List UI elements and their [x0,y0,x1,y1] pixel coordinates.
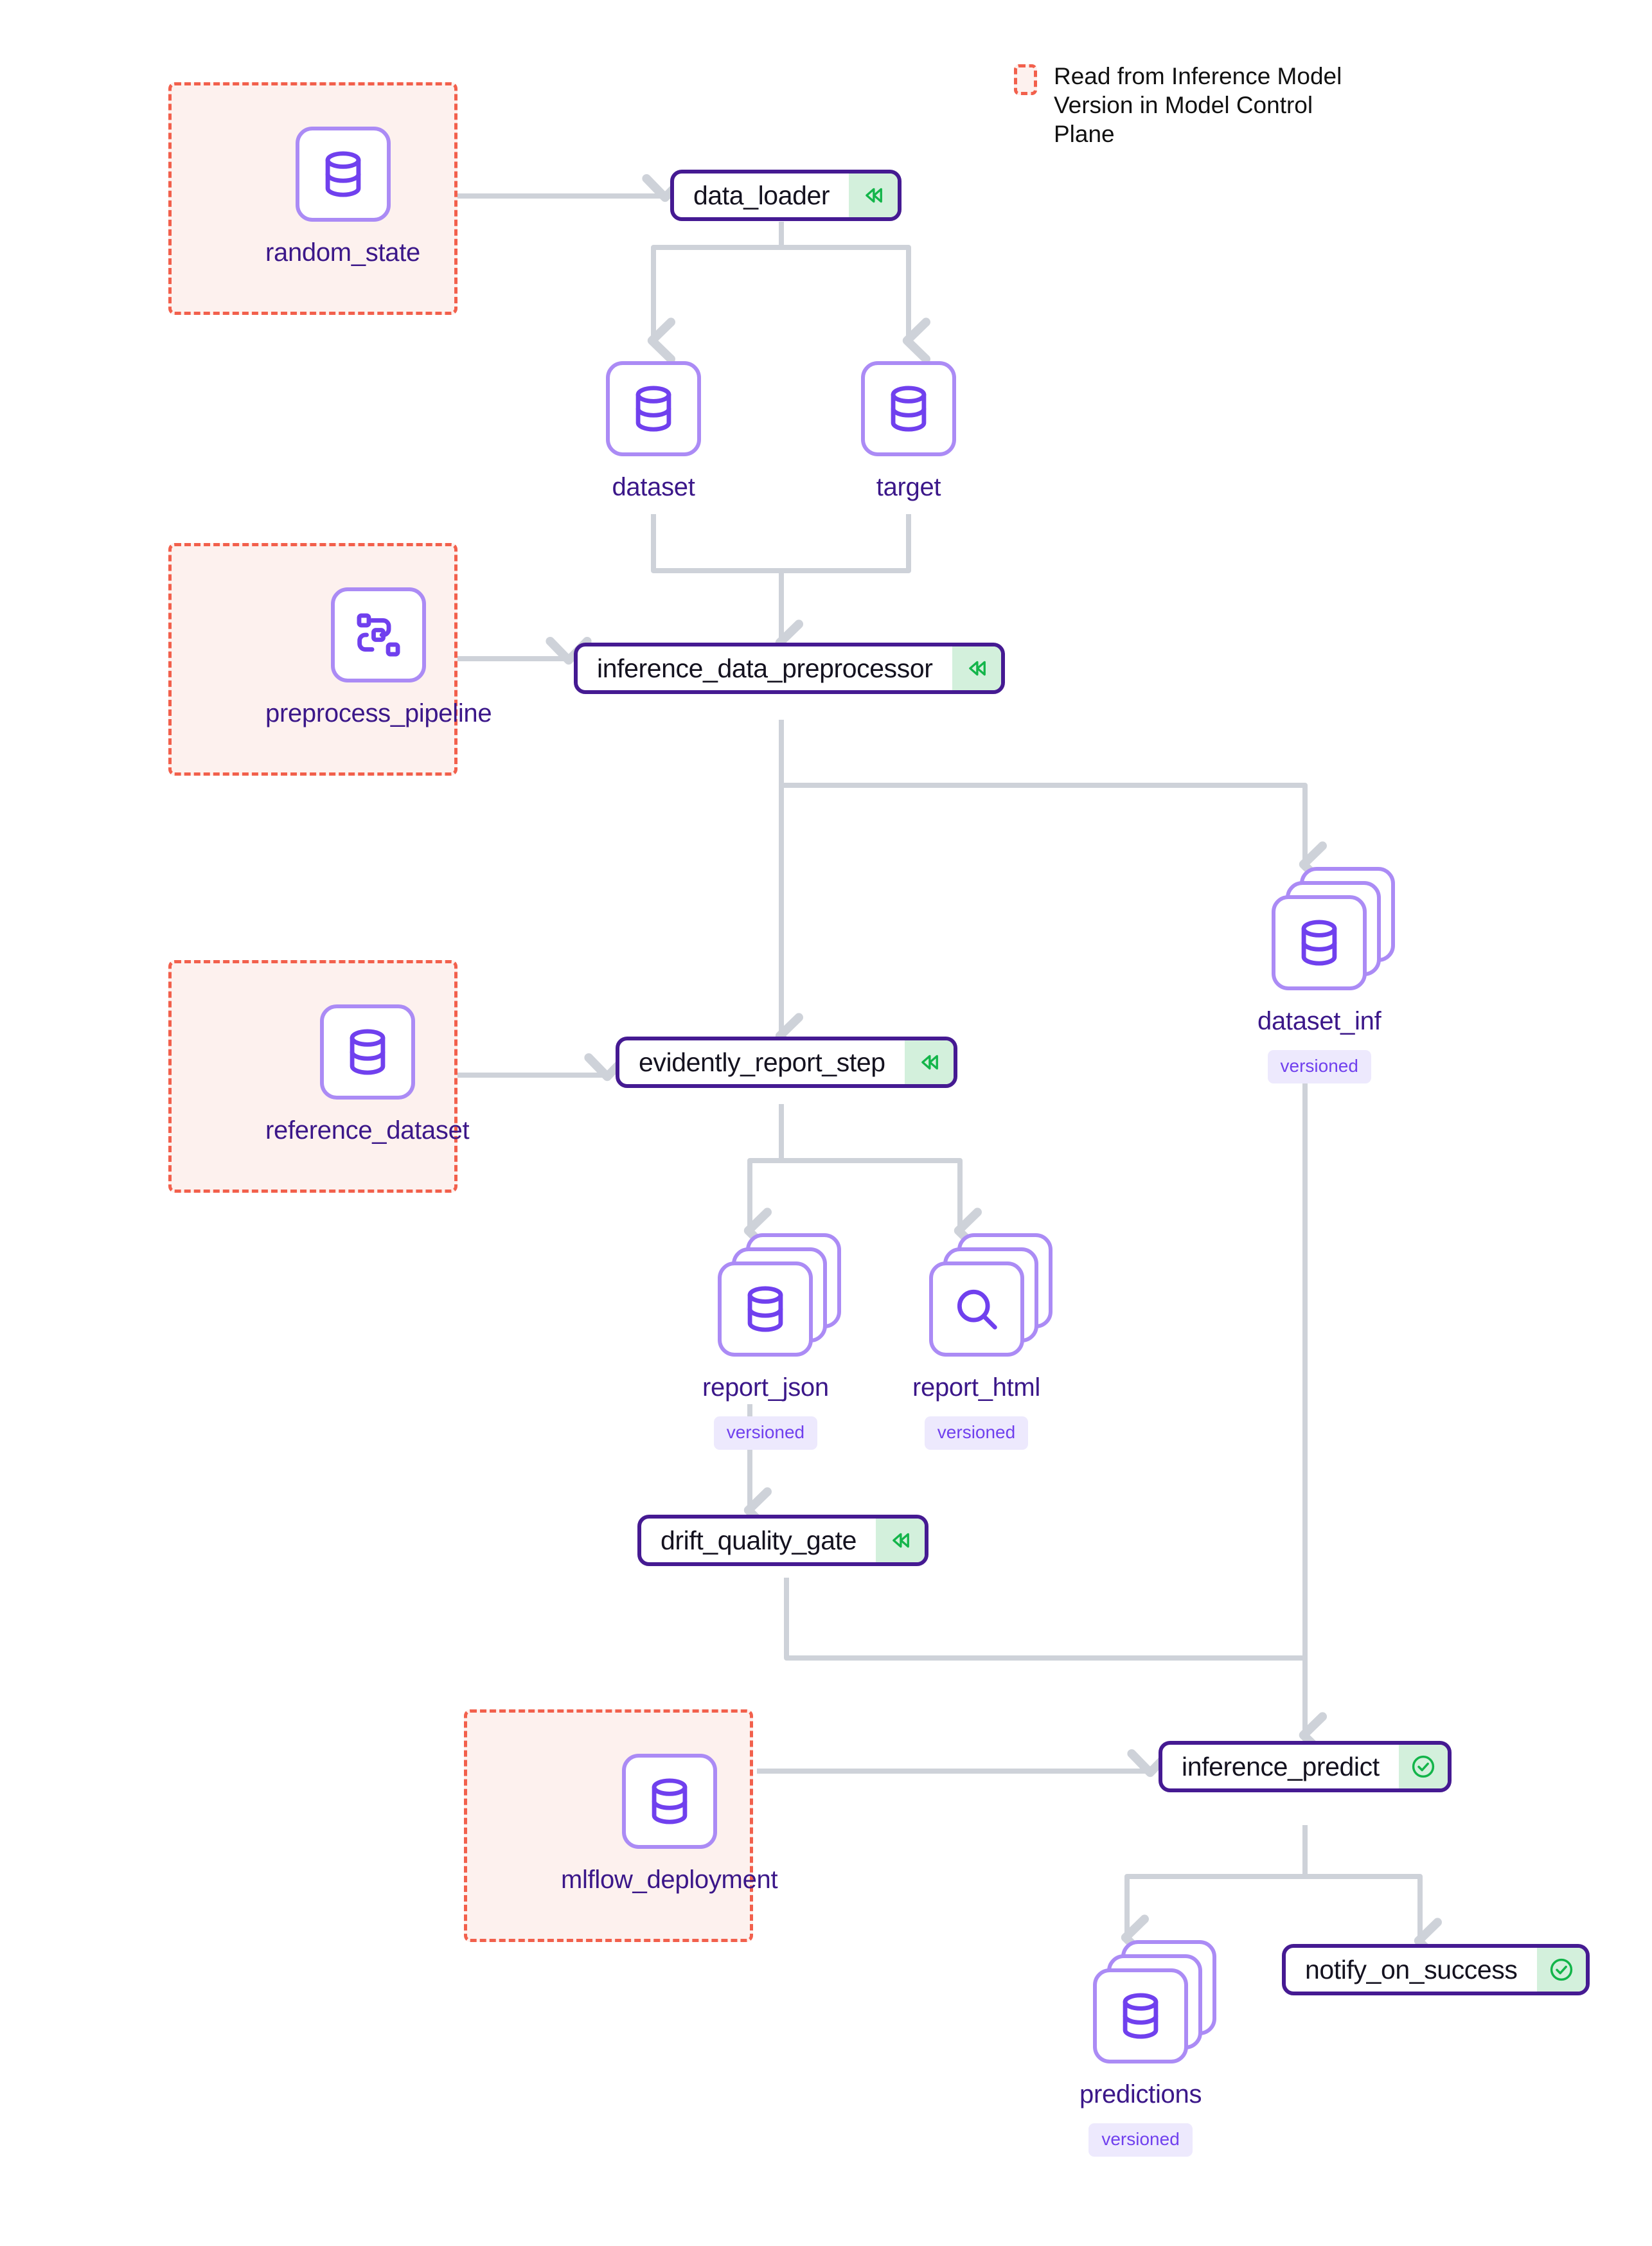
artifact-tile [295,127,391,222]
artifact-card [331,587,427,682]
artifact-node-dataset-inf[interactable]: dataset_inf versioned [1257,867,1396,1083]
artifact-tile [861,361,956,456]
artifact-tile [319,1004,415,1100]
artifact-tile [331,587,427,682]
artifact-node-reference-dataset[interactable]: reference_dataset [265,1004,470,1145]
step-label: drift_quality_gate [661,1525,857,1555]
artifact-card [718,1261,813,1357]
step-node-inference-predict[interactable]: inference_predict [1159,1741,1452,1792]
artifact-card [295,127,391,222]
artifact-node-mlflow-deployment[interactable]: mlflow_deployment [561,1754,778,1894]
database-icon [1093,1968,1188,2063]
artifact-tile [718,1233,842,1357]
artifact-node-report-html[interactable]: report_html versioned [912,1233,1052,1450]
step-node-drift-quality-gate[interactable]: drift_quality_gate [637,1515,929,1566]
database-icon [320,1004,415,1100]
database-icon [622,1754,717,1849]
cached-icon [876,1519,925,1562]
artifact-card [319,1004,415,1100]
database-icon [718,1261,813,1357]
artifact-node-dataset[interactable]: dataset [606,361,701,502]
artifact-label: predictions [1079,2080,1202,2108]
success-check-icon [1536,1948,1586,1992]
database-icon [606,361,701,456]
legend: Read from Inference Model Version in Mod… [1014,62,1356,148]
success-check-icon [1398,1745,1448,1788]
step-label: data_loader [693,180,830,210]
artifact-card [861,361,956,456]
artifact-node-target[interactable]: target [861,361,956,502]
artifact-node-preprocess-pipeline[interactable]: preprocess_pipeline [265,587,492,728]
cached-icon [849,174,898,217]
artifact-label: dataset [612,473,695,501]
cached-icon [904,1040,954,1084]
search-icon [929,1261,1024,1357]
artifact-tile [621,1754,717,1849]
step-label: notify_on_success [1305,1954,1518,1984]
step-node-evidently-report-step[interactable]: evidently_report_step [616,1037,957,1088]
step-label: inference_data_preprocessor [597,653,933,683]
artifact-card [1093,1968,1189,2063]
artifact-node-report-json[interactable]: report_json versioned [702,1233,842,1450]
database-icon [861,361,956,456]
dashed-group-swatch-icon [1014,64,1037,95]
pipeline-icon [331,587,426,682]
legend-label: Read from Inference Model Version in Mod… [1054,63,1342,148]
artifact-label: report_html [912,1373,1041,1402]
artifact-label: preprocess_pipeline [265,699,492,727]
artifact-tile [928,1233,1052,1357]
database-icon [1272,895,1367,990]
artifact-node-predictions[interactable]: predictions versioned [1079,1940,1217,2157]
artifact-label: target [876,473,941,501]
artifact-label: mlflow_deployment [561,1866,778,1894]
versioned-badge: versioned [1088,2123,1193,2157]
artifact-label: random_state [265,238,420,267]
versioned-badge: versioned [924,1416,1029,1450]
artifact-card [621,1754,717,1849]
artifact-tile [606,361,701,456]
artifact-tile [1093,1940,1217,2063]
artifact-label: dataset_inf [1257,1007,1381,1035]
artifact-node-random-state[interactable]: random_state [265,127,420,267]
artifact-label: report_json [702,1373,829,1402]
step-node-notify-on-success[interactable]: notify_on_success [1282,1944,1590,1995]
artifact-card [606,361,701,456]
step-label: inference_predict [1182,1751,1380,1781]
cached-icon [952,646,1001,690]
database-icon [296,127,391,222]
step-node-inference-data-preprocessor[interactable]: inference_data_preprocessor [574,643,1005,694]
versioned-badge: versioned [713,1416,818,1450]
artifact-card [1272,895,1367,990]
artifact-label: reference_dataset [265,1116,470,1145]
artifact-tile [1272,867,1396,990]
step-label: evidently_report_step [639,1047,885,1077]
artifact-card [928,1261,1024,1357]
versioned-badge: versioned [1267,1050,1371,1083]
step-node-data-loader[interactable]: data_loader [670,170,902,221]
